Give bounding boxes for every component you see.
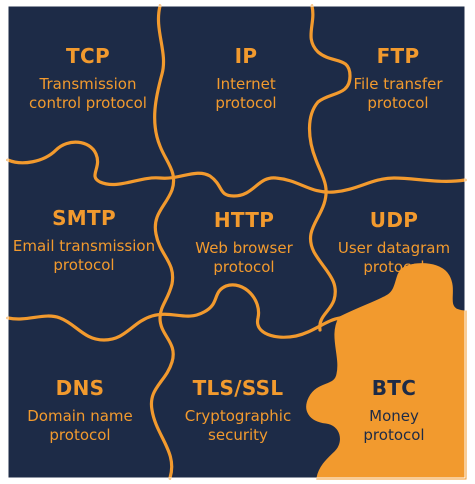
- piece-title: UDP: [369, 208, 419, 232]
- puzzle-cut-lines: [6, 4, 467, 480]
- piece-desc-line2: control protocol: [29, 93, 147, 112]
- piece-desc-line2: protocol: [49, 425, 111, 444]
- piece-udp: UDP User datagram protocol: [314, 208, 474, 277]
- piece-title: HTTP: [213, 208, 275, 232]
- piece-title: BTC: [371, 376, 417, 400]
- piece-tcp: TCP Transmission control protocol: [8, 44, 168, 113]
- piece-desc-line2: protocol: [213, 257, 275, 276]
- piece-desc-line2: protocol: [53, 255, 115, 274]
- piece-ftp: FTP File transfer protocol: [318, 44, 475, 113]
- piece-title: FTP: [376, 44, 420, 68]
- piece-tls-ssl: TLS/SSL Cryptographic security: [158, 376, 318, 445]
- piece-title: DNS: [55, 376, 105, 400]
- piece-desc-line1: Internet: [216, 75, 276, 93]
- piece-title: TLS/SSL: [192, 376, 284, 400]
- piece-desc-line2: protocol: [363, 257, 425, 276]
- piece-dns: DNS Domain name protocol: [0, 376, 160, 445]
- cut-line-horizontal-bottom: [6, 283, 342, 342]
- piece-desc-line1: Cryptographic: [184, 407, 292, 425]
- cut-line-vertical-left: [149, 4, 176, 480]
- cut-line-vertical-right: [307, 4, 352, 332]
- piece-desc-line1: User datagram: [337, 239, 451, 257]
- piece-desc-line1: File transfer: [353, 75, 443, 93]
- piece-desc-line2: security: [208, 425, 268, 444]
- piece-smtp: SMTP Email transmission protocol: [4, 206, 164, 275]
- piece-title: IP: [234, 44, 258, 68]
- piece-desc-line1: Email transmission: [12, 237, 156, 255]
- piece-ip: IP Internet protocol: [166, 44, 326, 113]
- piece-desc-line2: protocol: [215, 93, 277, 112]
- piece-title: SMTP: [52, 206, 116, 230]
- piece-desc-line2: protocol: [367, 93, 429, 112]
- piece-desc-line1: Transmission: [39, 75, 137, 93]
- piece-desc-line2: protocol: [363, 425, 425, 444]
- piece-desc-line1: Web browser: [195, 239, 293, 257]
- frame-border: [7, 5, 466, 479]
- piece-http: HTTP Web browser protocol: [164, 208, 324, 277]
- piece-desc-line1: Money: [369, 407, 419, 425]
- piece-desc-line1: Domain name: [27, 407, 133, 425]
- piece-title: TCP: [66, 44, 110, 68]
- piece-btc: BTC Money protocol: [314, 376, 474, 445]
- cut-line-horizontal-top: [6, 140, 467, 198]
